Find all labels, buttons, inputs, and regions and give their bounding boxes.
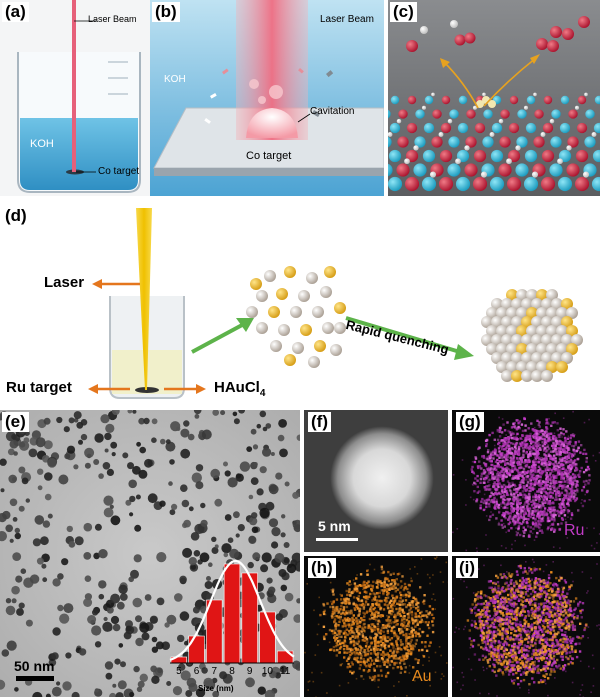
ru-eds-map <box>452 410 600 552</box>
overlay-eds-map <box>452 556 600 697</box>
synthesis-schematic <box>88 208 583 399</box>
cavitation-illustration <box>150 0 384 196</box>
haadf-stem-image <box>304 410 448 552</box>
atomic-surface-model <box>388 0 600 196</box>
laser-beam-label: Laser Beam <box>320 14 374 25</box>
histogram-bar <box>188 635 205 664</box>
scale-bar-label: 5 nm <box>318 518 351 534</box>
panel-label-f: (f) <box>308 412 331 432</box>
histogram-tick-label: 11 <box>280 666 291 677</box>
element-label-au: Au <box>412 668 432 685</box>
panel-label-e: (e) <box>2 412 29 432</box>
panel-label-i: (i) <box>456 558 479 578</box>
panel-g: Ru <box>452 410 600 552</box>
nanoparticle <box>330 426 434 530</box>
panel-label-a: (a) <box>2 2 29 22</box>
laser-label: Laser <box>44 274 85 291</box>
histogram-tick-label: 9 <box>247 666 253 677</box>
panel-label-d: (d) <box>2 206 30 226</box>
panel-label-h: (h) <box>308 558 336 578</box>
panel-i <box>452 556 600 697</box>
panel-c <box>388 0 600 196</box>
panel-h: Au <box>304 556 448 697</box>
co-target-label: Co target <box>246 150 292 162</box>
co-target-label: Co target <box>98 166 140 177</box>
panel-a: Laser Beam KOH Co target <box>0 0 150 196</box>
desorption-arrow-right <box>483 57 537 107</box>
koh-label: KOH <box>164 74 186 85</box>
panel-f: 5 nm <box>304 410 448 552</box>
scale-bar <box>316 538 358 541</box>
laser-beam <box>136 208 152 390</box>
panel-label-g: (g) <box>456 412 484 432</box>
panel-d: Laser Ru target HAuCl4 Rapid quenching <box>0 200 600 410</box>
histogram-tick-label: 10 <box>262 666 274 677</box>
arrow-to-nanoparticles <box>191 322 245 354</box>
ru-target-label: Ru target <box>6 379 72 396</box>
beaker-illustration <box>0 0 150 196</box>
histogram-bar <box>223 563 241 664</box>
histogram-tick-label: 6 <box>194 666 200 677</box>
alloy-nanocluster <box>481 289 583 382</box>
panel-label-c: (c) <box>390 2 417 22</box>
koh-solution <box>20 118 138 190</box>
laser-beam-label: Laser Beam <box>88 14 137 24</box>
arrow-rapid-quenching <box>345 316 461 354</box>
desorption-arrow-left <box>443 61 479 109</box>
scale-bar <box>16 676 54 681</box>
histogram-bar <box>276 650 294 664</box>
histogram-bar <box>206 599 223 664</box>
precursor-label: HAuCl4 <box>214 379 265 399</box>
precursor-subscript: 4 <box>259 388 266 399</box>
panel-label-b: (b) <box>152 2 180 22</box>
dispersed-atoms <box>246 266 346 368</box>
panel-b: Laser Beam KOH Cavitation Co target <box>150 0 384 196</box>
cavitation-label: Cavitation <box>310 106 355 117</box>
precursor-formula: HAuCl <box>214 379 260 396</box>
au-eds-map <box>304 556 448 697</box>
histogram-tick-label: 8 <box>229 666 235 677</box>
scale-bar-label: 50 nm <box>14 658 55 674</box>
koh-label: KOH <box>30 138 54 150</box>
histogram-xlabel: Size (nm) <box>198 684 234 693</box>
histogram-tick-label: 5 <box>176 666 182 677</box>
gaussian-fit-curve <box>169 559 295 661</box>
element-label-ru: Ru <box>564 522 585 539</box>
laser-beam <box>72 0 76 172</box>
o2-molecules <box>406 16 590 52</box>
cavitation-bubble <box>246 108 298 138</box>
histogram-tick-label: 7 <box>212 666 218 677</box>
